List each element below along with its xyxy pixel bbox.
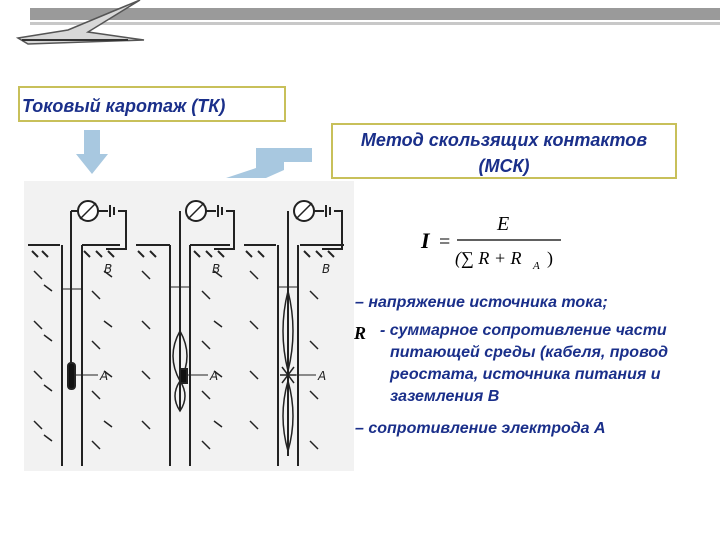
- down-arrow-icon: [76, 130, 108, 174]
- header-bar-line: [30, 22, 720, 25]
- msk-title-line1: Метод скользящих контактов: [360, 130, 648, 150]
- well-1-label-b: B: [104, 262, 112, 276]
- well-3: [244, 200, 344, 466]
- well-1: [28, 200, 127, 466]
- borehole-diagram: B B B A A A: [24, 181, 354, 471]
- tk-title: Токовый каротаж (ТК): [18, 86, 286, 122]
- formula-eq: =: [439, 231, 450, 253]
- current-formula: I = E (∑ R + R A ): [420, 213, 561, 272]
- header-bar: [30, 8, 720, 20]
- well-2-label-a: A: [209, 369, 218, 383]
- legend-e: – напряжение источника тока;: [355, 294, 608, 311]
- formula-subscript: A: [532, 260, 540, 272]
- tk-title-text: Токовый каротаж (ТК): [22, 96, 226, 116]
- well-2: [136, 200, 235, 466]
- legend-r-line4: заземления В: [390, 388, 500, 405]
- well-3-label-a: A: [317, 369, 326, 383]
- msk-title: Метод скользящих контактов (МСК): [331, 123, 677, 179]
- msk-title-line2: (МСК): [478, 156, 530, 176]
- legend-r-line1: - суммарное сопротивление части: [380, 322, 667, 339]
- legend-r-line2: питающей среды (кабеля, провод: [390, 344, 668, 361]
- formula-numerator: E: [496, 213, 509, 235]
- legend-r-line3: реостата, источника питания и: [390, 366, 661, 383]
- legend-r-symbol: R: [354, 323, 367, 343]
- formula-lhs: I: [420, 228, 431, 253]
- legend-ra: – сопротивление электрода А: [355, 420, 606, 437]
- left-arrow-icon: [226, 148, 312, 178]
- formula-denominator: (∑ R + R: [455, 248, 521, 269]
- well-3-label-b: B: [322, 262, 330, 276]
- well-2-label-b: B: [212, 262, 220, 276]
- well-1-label-a: A: [99, 369, 108, 383]
- formula-close: ): [547, 248, 553, 269]
- logo-icon: [15, 0, 145, 45]
